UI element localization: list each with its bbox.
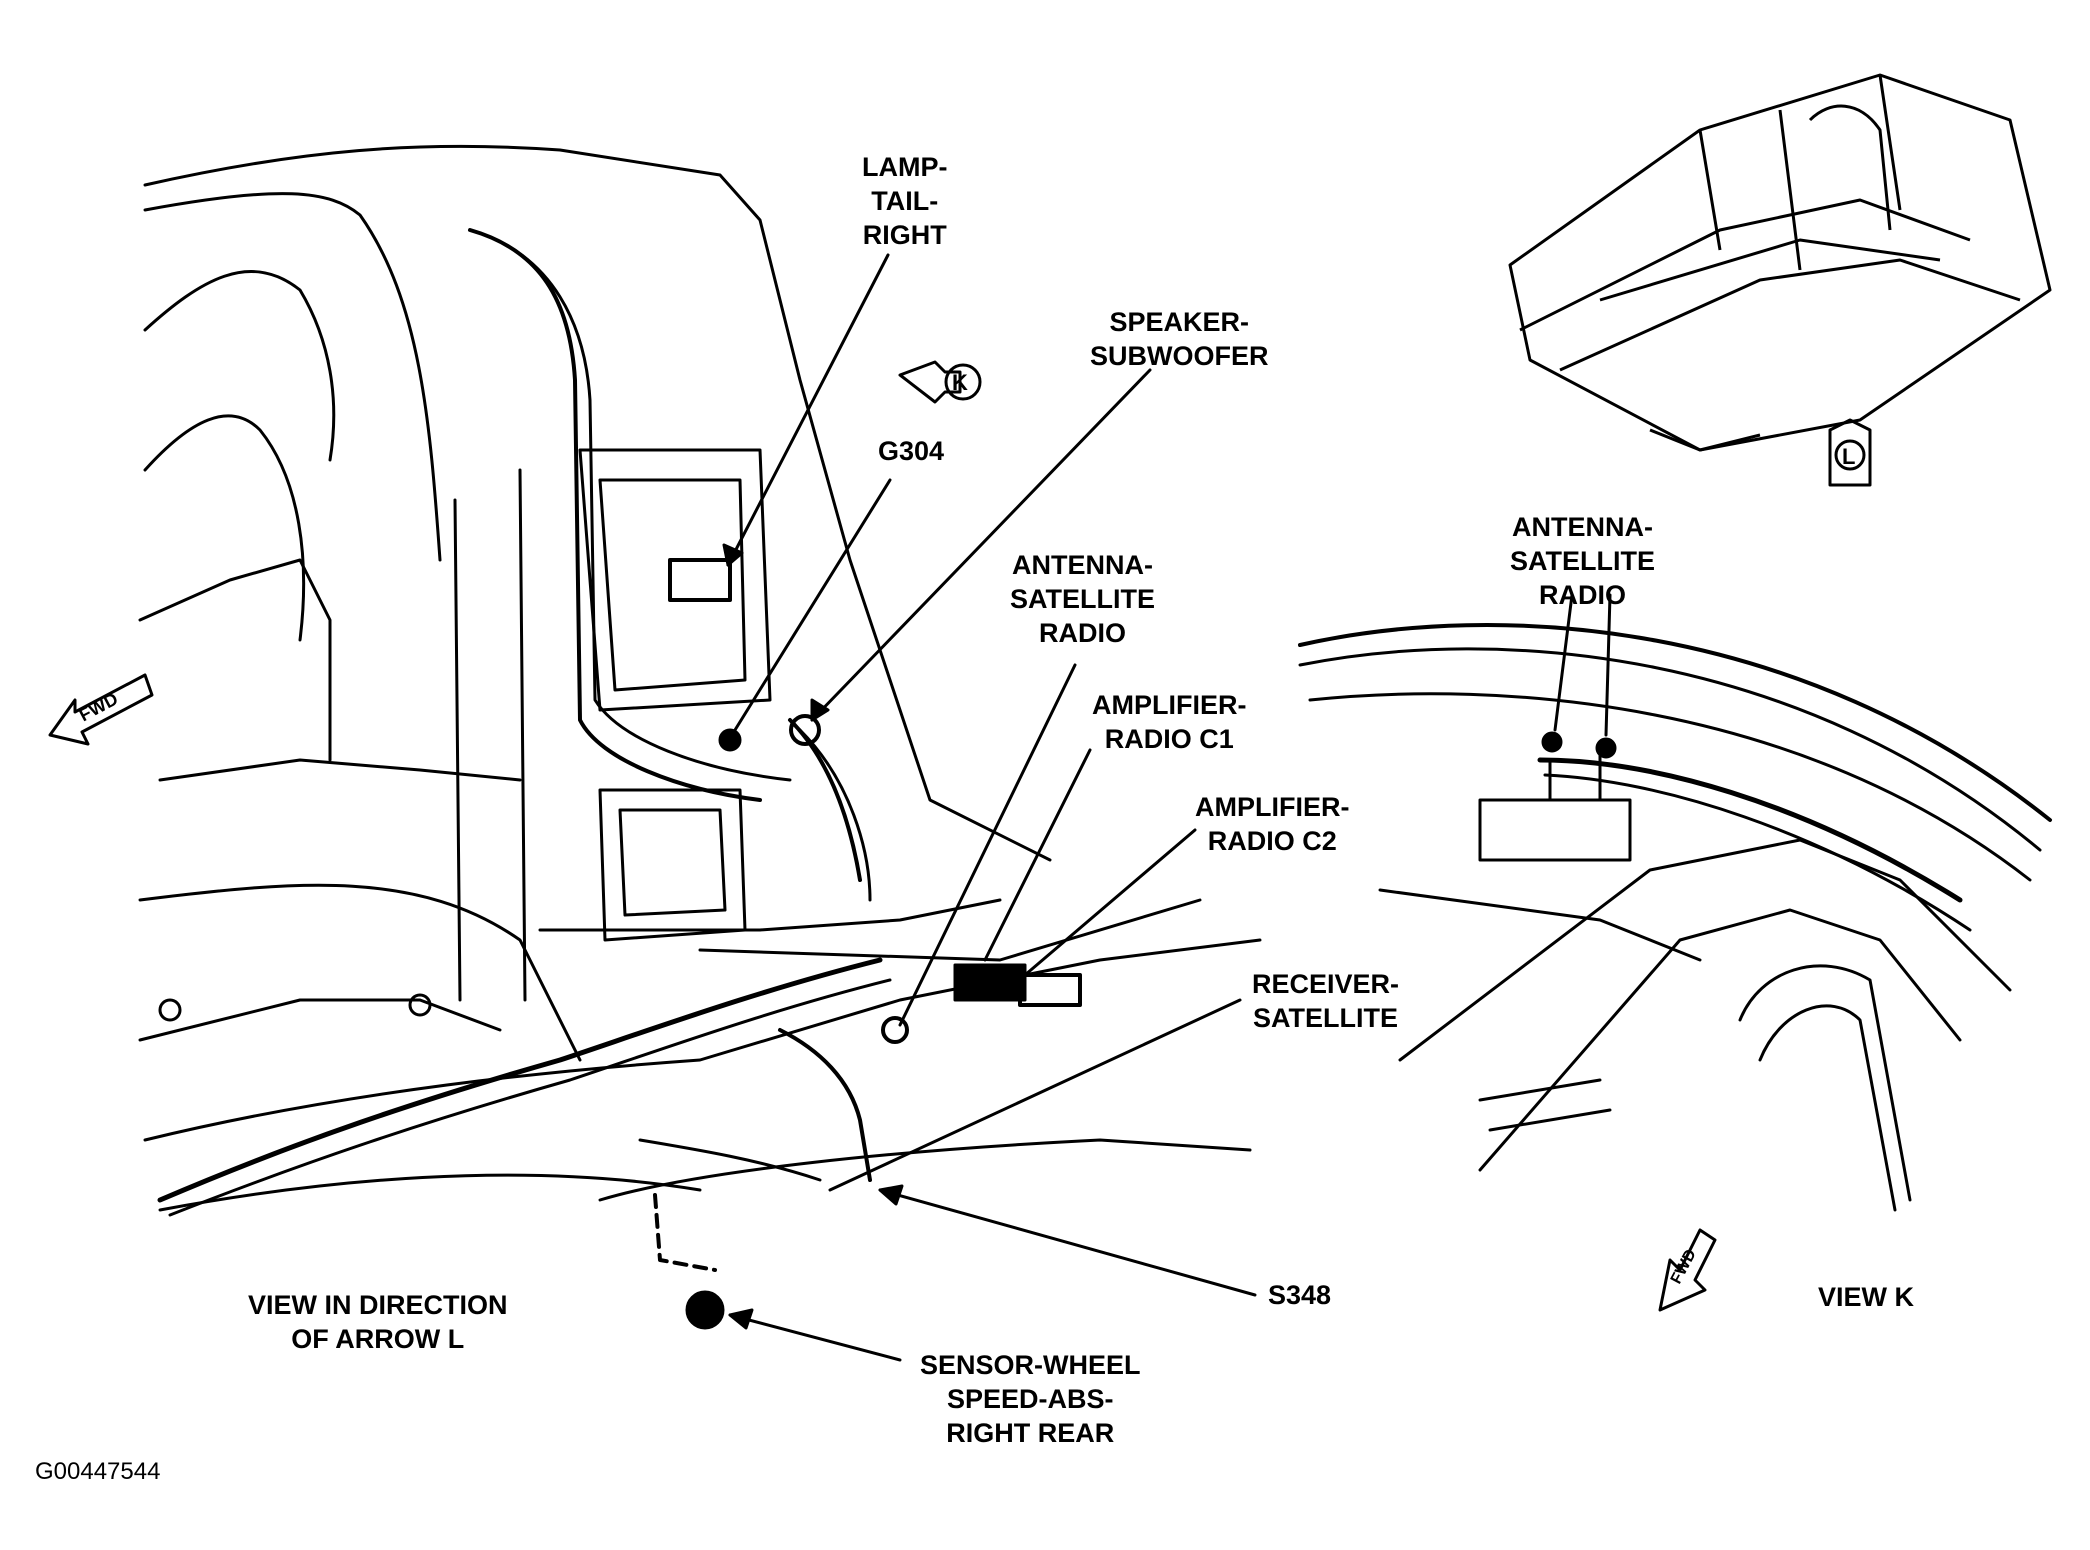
figure-id: G00447544 bbox=[35, 1458, 161, 1485]
left-vehicle-view bbox=[48, 144, 1262, 1362]
label-amplifier-radio-c1: AMPLIFIER-RADIO C1 bbox=[1092, 690, 1247, 754]
label-g304: G304 bbox=[878, 436, 945, 466]
label-speaker-subwoofer: SPEAKER-SUBWOOFER bbox=[1090, 307, 1269, 371]
label-s348: S348 bbox=[1268, 1280, 1332, 1310]
inset-vehicle-body bbox=[1508, 73, 2052, 487]
right-vehicle-view bbox=[1298, 593, 2052, 1312]
label-view-k: VIEW K bbox=[1818, 1282, 1915, 1312]
label-lamp-tail-right: LAMP-TAIL-RIGHT bbox=[862, 152, 948, 250]
marker-arrow-k: K bbox=[952, 370, 968, 395]
label-amplifier-radio-c2: AMPLIFIER-RADIO C2 bbox=[1195, 792, 1350, 856]
label-receiver-satellite: RECEIVER-SATELLITE bbox=[1252, 969, 1400, 1033]
marker-arrow-l: L bbox=[1842, 444, 1856, 469]
